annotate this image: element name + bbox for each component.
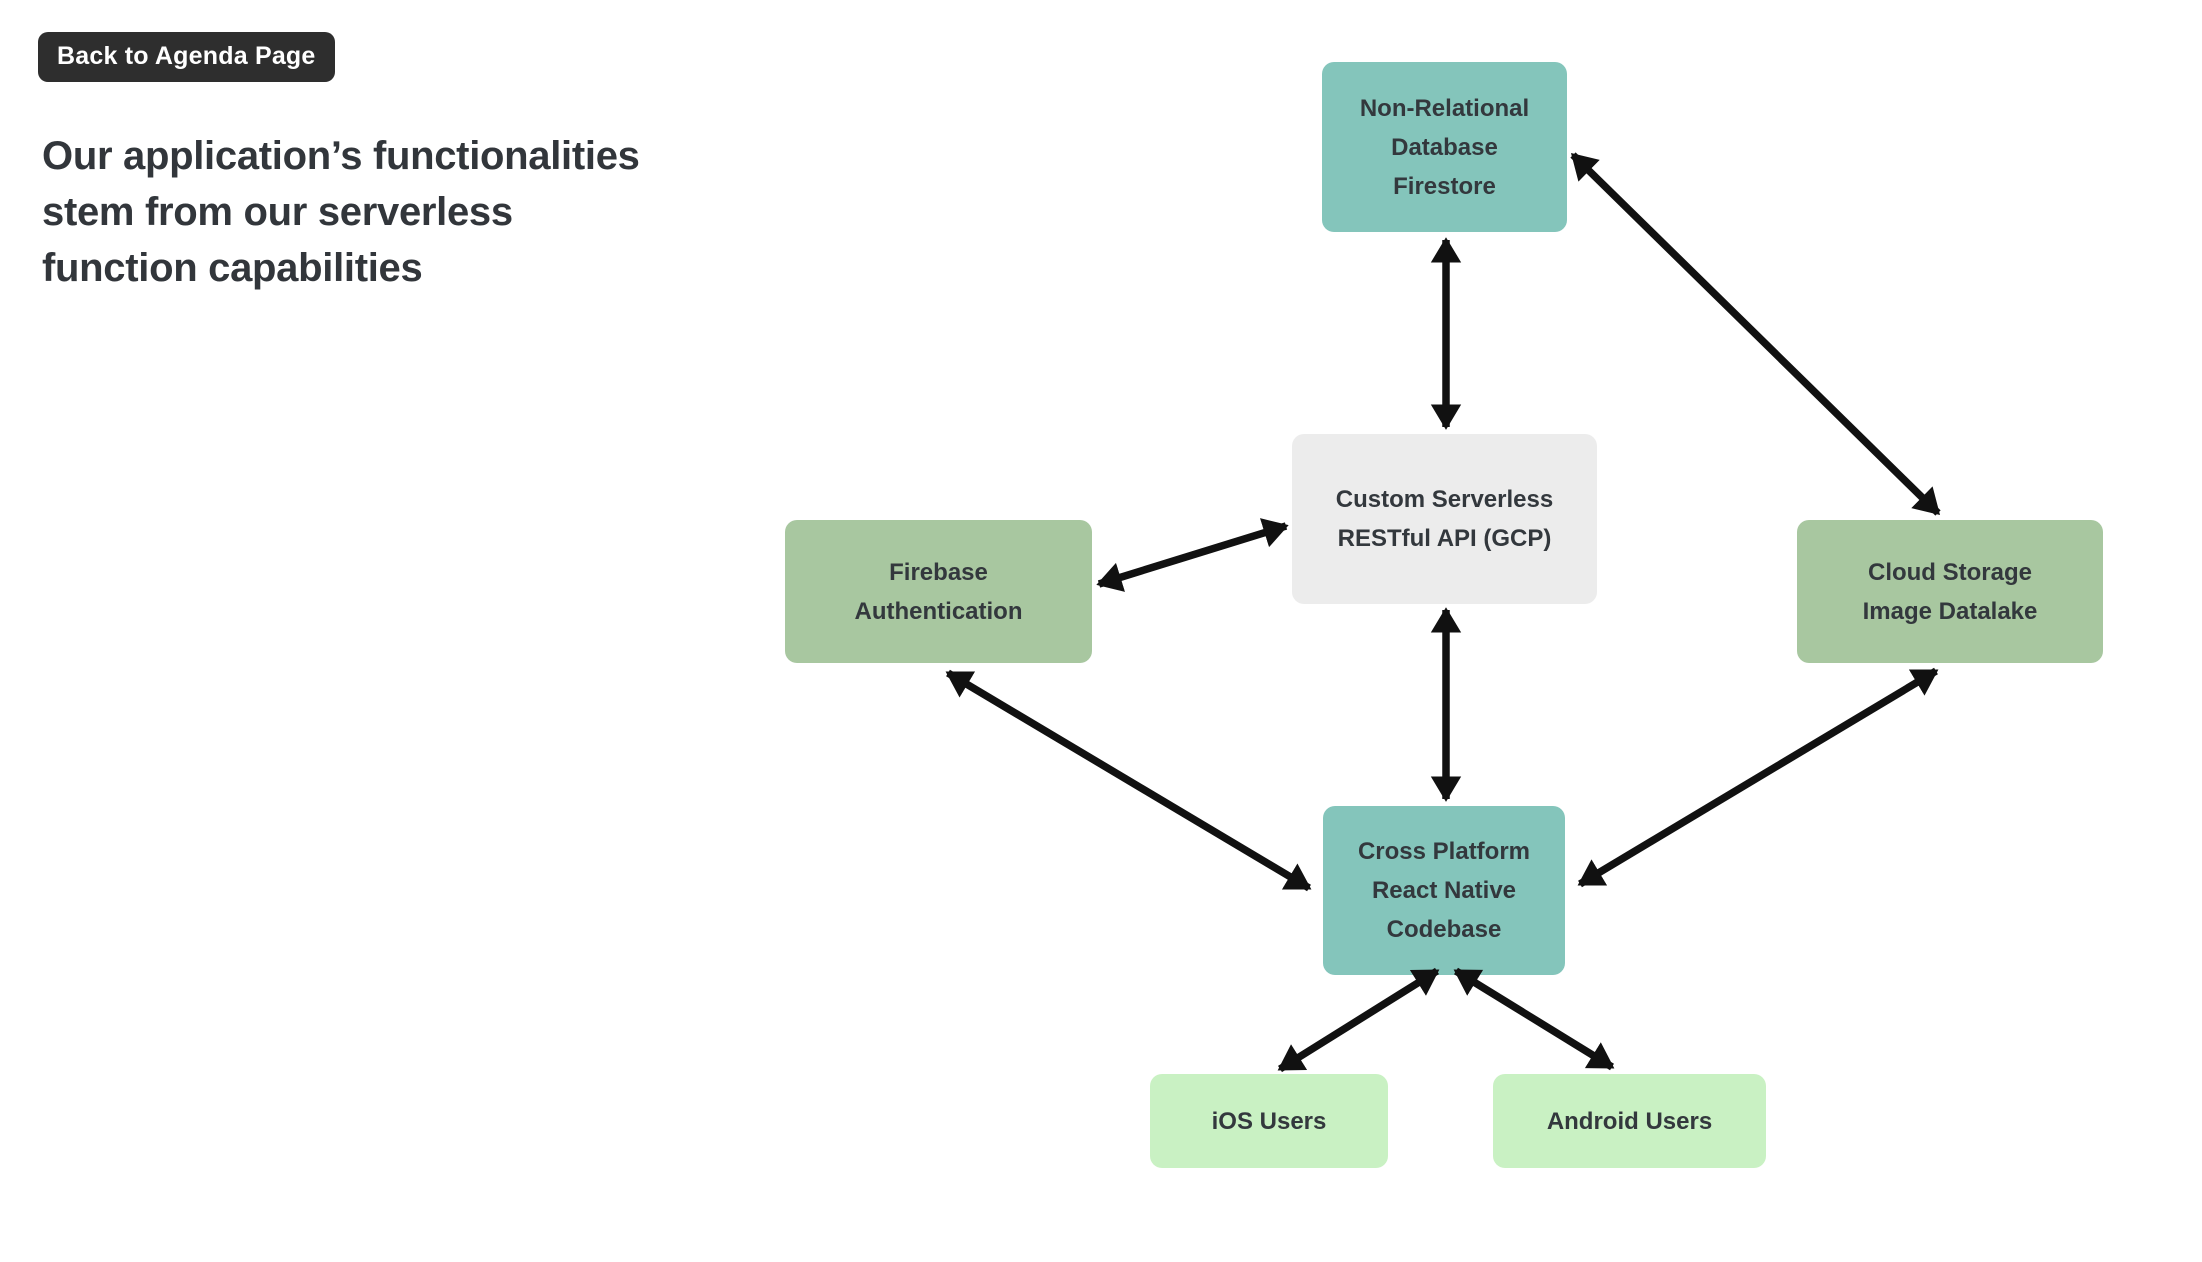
node-label-line: Cross Platform	[1357, 838, 1531, 865]
node-label-line: Firebase	[889, 558, 988, 586]
node-label-line: Non-Relational	[1359, 94, 1530, 122]
node-ios-users: iOS Users	[1150, 1074, 1388, 1168]
node-label-line: iOS Users	[1211, 1107, 1327, 1135]
page-title-line: Our application’s functionalities	[42, 134, 640, 178]
node-label-line: Image Datalake	[1862, 597, 2038, 625]
node-serverless-api: Custom Serverless RESTful API (GCP)	[1292, 434, 1597, 604]
node-label-line: Android Users	[1546, 1107, 1713, 1135]
node-label-line: Database	[1391, 133, 1498, 161]
edge-react-native-ios	[1277, 967, 1440, 1073]
back-to-agenda-button[interactable]: Back to Agenda Page	[38, 32, 335, 82]
page-title: Our application’s functionalities stem f…	[42, 128, 762, 296]
node-label-line: RESTful API (GCP)	[1337, 525, 1552, 552]
edge-react-native-android	[1453, 967, 1615, 1071]
edge-firebase-api	[1096, 518, 1289, 592]
node-label-line: Authentication	[854, 597, 1023, 625]
node-label-line: Codebase	[1386, 916, 1502, 943]
node-label-line: Cloud Storage	[1867, 558, 2032, 586]
page-title-line: stem from our serverless	[42, 190, 513, 234]
node-firebase-authentication: Firebase Authentication	[785, 520, 1092, 663]
node-label-line: Firestore	[1393, 172, 1496, 200]
edge-firebase-react-native	[945, 669, 1312, 892]
page-title-line: function capabilities	[42, 246, 423, 290]
node-label-line: React Native	[1371, 877, 1517, 904]
node-react-native-codebase: Cross Platform React Native Codebase	[1323, 806, 1565, 975]
node-firestore-database: Non-Relational Database Firestore	[1322, 62, 1567, 232]
edge-firestore-cloud-storage	[1570, 152, 1941, 516]
node-cloud-storage: Cloud Storage Image Datalake	[1797, 520, 2103, 663]
node-label-line: Custom Serverless	[1335, 486, 1554, 513]
node-android-users: Android Users	[1493, 1074, 1766, 1168]
edge-cloud-storage-react-native	[1577, 667, 1939, 888]
